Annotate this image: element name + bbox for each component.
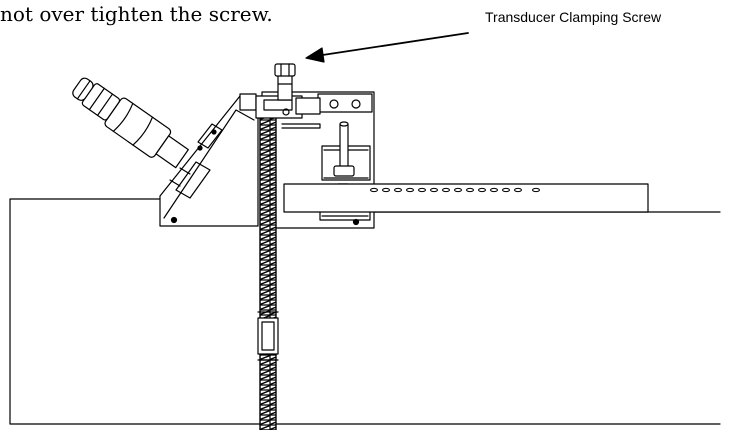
rail-holes [371,188,540,191]
tank-wall-left [10,199,262,424]
transducer-clamping-screw [275,64,295,100]
rod-top-clamp [240,94,320,118]
slotted-rail [284,184,648,212]
tank-wall-right [276,212,720,424]
instruction-text: not over tighten the screw. [0,2,273,26]
callout-label: Transducer Clamping Screw [485,9,662,25]
callout-arrow [306,33,468,62]
transducer-cylinder [67,71,191,172]
threaded-rod [258,100,278,430]
